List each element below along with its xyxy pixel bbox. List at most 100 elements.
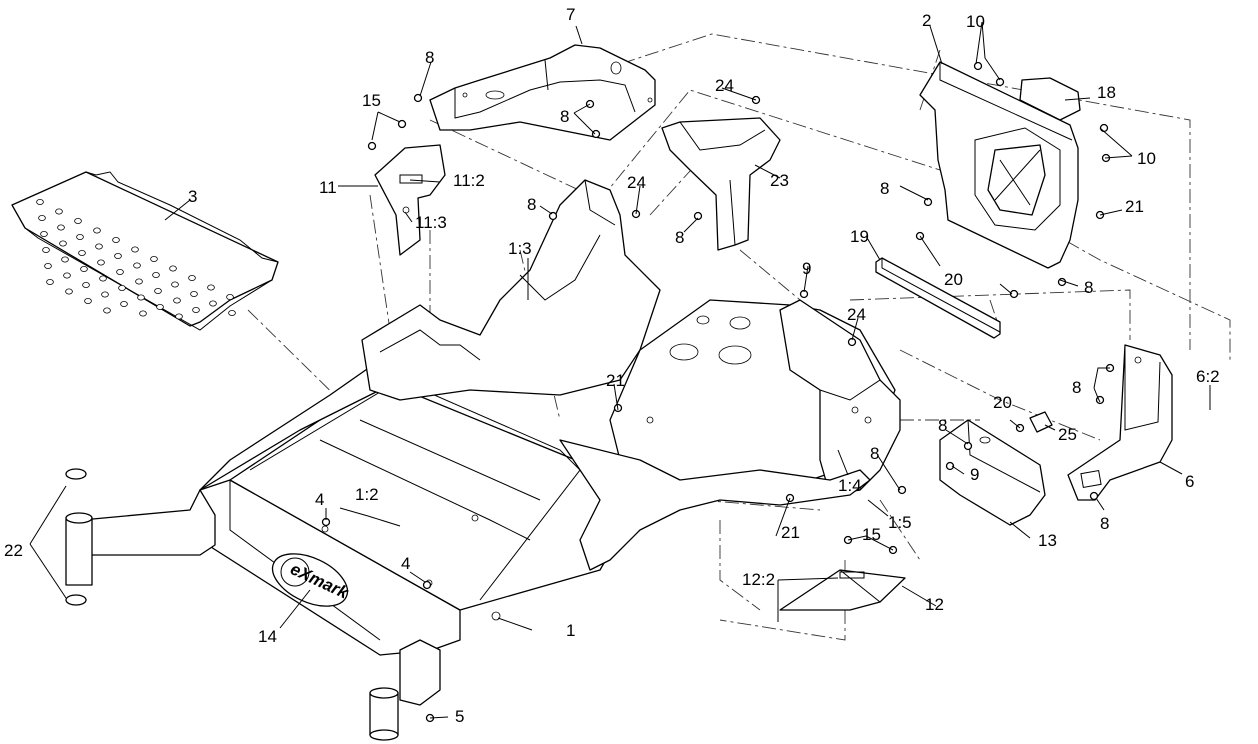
perforation-hole [59, 240, 67, 247]
callout-24b: 24 [627, 173, 646, 192]
fastener-icon [995, 77, 1005, 87]
perforation-hole [36, 198, 44, 205]
fastener-icon [397, 119, 407, 129]
callout-2: 2 [922, 11, 931, 30]
perforation-hole [120, 300, 128, 307]
perforation-hole [135, 278, 143, 285]
perforation-hole [95, 243, 103, 250]
perforation-hole [175, 313, 183, 320]
callout-8f: 8 [1084, 278, 1093, 297]
perforation-hole [65, 288, 73, 295]
fastener-icon [963, 441, 973, 451]
callout-10a: 10 [966, 12, 985, 31]
callout-25: 25 [1058, 425, 1077, 444]
callout-9b: 9 [970, 465, 979, 484]
perforation-hole [209, 300, 217, 307]
perforation-hole [61, 256, 69, 263]
callout-8i: 8 [938, 416, 947, 435]
callout-1-3: 1:3 [508, 239, 532, 258]
perforation-hole [44, 262, 52, 269]
leader-lines [29, 21, 1211, 719]
fastener-icon [923, 197, 933, 207]
callout-21a: 21 [606, 371, 625, 390]
callout-11-2: 11:2 [453, 171, 485, 190]
callout-6: 6 [1185, 472, 1194, 491]
callout-12-2: 12:2 [742, 570, 775, 589]
perforation-holes [36, 198, 236, 320]
perforation-hole [192, 306, 200, 313]
fastener-icon [693, 211, 703, 221]
perforation-hole [131, 246, 139, 253]
callout-labels: 1 1:2 1:3 1:4 1:5 2 3 4 4 5 6 6:2 7 8 8 … [4, 5, 1220, 726]
fasteners [321, 61, 1115, 723]
callout-20b: 20 [993, 393, 1012, 412]
callout-6-2: 6:2 [1196, 367, 1220, 386]
callout-4a: 4 [315, 490, 324, 509]
callout-1-4: 1:4 [838, 476, 862, 495]
callout-14: 14 [258, 627, 277, 646]
perforation-hole [152, 271, 160, 278]
callout-13: 13 [1038, 531, 1057, 550]
callout-4b: 4 [401, 554, 410, 573]
callout-19: 19 [850, 227, 869, 246]
callout-21b: 21 [781, 523, 800, 542]
perforation-hole [99, 275, 107, 282]
callout-7: 7 [566, 5, 575, 24]
callout-1: 1 [566, 621, 575, 640]
spacer-part-25 [1029, 411, 1053, 433]
perforation-hole [114, 252, 122, 259]
perforation-hole [190, 290, 198, 297]
fastener-icon [973, 61, 983, 71]
caster-tube-part-22 [65, 468, 93, 606]
perforation-hole [76, 233, 84, 240]
perforation-hole [207, 284, 215, 291]
callout-8j: 8 [870, 444, 879, 463]
perforation-hole [116, 268, 124, 275]
fastener-icon [591, 129, 601, 139]
callout-8a: 8 [425, 48, 434, 67]
callout-8c: 8 [527, 195, 536, 214]
fastener-icon [422, 580, 432, 590]
rear-bracket-part-7 [429, 44, 656, 141]
callout-8h: 8 [1100, 514, 1109, 533]
perforation-hole [103, 307, 111, 314]
callout-12: 12 [925, 595, 944, 614]
callout-23: 23 [770, 171, 789, 190]
perforation-hole [137, 294, 145, 301]
control-bracket-part-11 [374, 144, 446, 256]
perforation-hole [150, 255, 158, 262]
main-frame-part-1 [81, 179, 901, 741]
perforation-hole [169, 265, 177, 272]
perforation-hole [171, 281, 179, 288]
callout-10b: 10 [1137, 149, 1156, 168]
perforation-hole [38, 214, 46, 221]
callout-5: 5 [455, 707, 464, 726]
callout-8b: 8 [560, 107, 569, 126]
fastener-icon [897, 485, 907, 495]
fastener-icon [945, 461, 955, 471]
perforation-hole [154, 287, 162, 294]
callout-21c: 21 [1125, 197, 1144, 216]
perforation-hole [57, 224, 65, 231]
fastener-icon [1099, 123, 1109, 133]
perforation-hole [173, 297, 181, 304]
perforation-hole [226, 293, 234, 300]
perforation-hole [93, 227, 101, 234]
perforation-hole [156, 303, 164, 310]
callout-20a: 20 [944, 270, 963, 289]
perforation-hole [63, 272, 71, 279]
callout-22: 22 [4, 541, 23, 560]
perforation-hole [55, 208, 63, 215]
callout-9a: 9 [802, 259, 811, 278]
callout-24a: 24 [715, 76, 734, 95]
perforation-hole [74, 217, 82, 224]
perforation-hole [80, 265, 88, 272]
callout-15a: 15 [362, 91, 381, 110]
perforation-hole [42, 246, 50, 253]
fastener-icon [413, 93, 423, 103]
right-fender-part-6 [1067, 344, 1173, 501]
callout-24c: 24 [847, 305, 866, 324]
callout-8g: 8 [1072, 378, 1081, 397]
callout-3: 3 [188, 187, 197, 206]
